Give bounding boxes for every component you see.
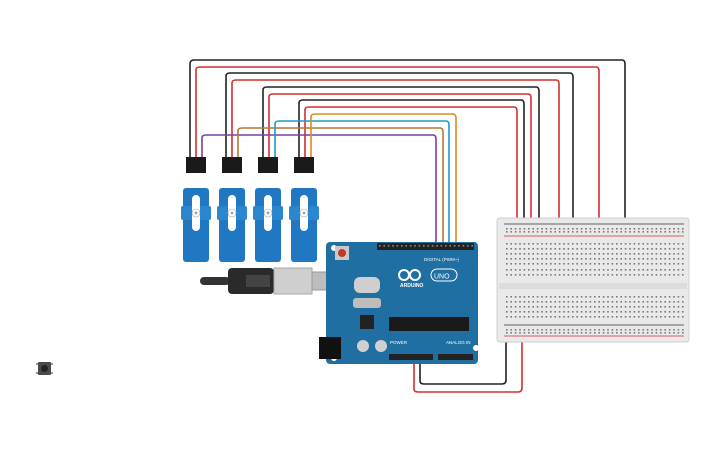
power-label: POWER xyxy=(390,340,408,345)
servo-lead xyxy=(227,173,237,189)
analog-header[interactable] xyxy=(438,354,473,360)
digital-pin[interactable] xyxy=(396,245,399,247)
servo-4[interactable] xyxy=(289,157,319,262)
wire-servo2-ground[interactable] xyxy=(225,72,574,226)
analog-label: ANALOG IN xyxy=(446,340,471,345)
servo-lead xyxy=(263,173,273,189)
digital-pin[interactable] xyxy=(409,245,412,247)
wire-arduino-5v[interactable] xyxy=(413,232,523,393)
digital-pin[interactable] xyxy=(449,245,451,247)
servo-connector[interactable] xyxy=(186,157,206,173)
wire-servo3-ground[interactable] xyxy=(262,86,540,226)
digital-pin[interactable] xyxy=(462,245,465,247)
wire-servo2-signal[interactable] xyxy=(237,127,444,244)
digital-pin[interactable] xyxy=(440,245,443,247)
oscillator xyxy=(353,298,381,308)
wire-servo1-signal[interactable] xyxy=(201,134,437,244)
usb-cable[interactable] xyxy=(200,267,341,295)
arduino-uno[interactable]: DIGITAL (PWM~) UNO ARDUINO POWER ANALOG … xyxy=(319,242,479,364)
wire-servo4-power[interactable] xyxy=(304,106,518,228)
digital-pin[interactable] xyxy=(453,245,456,247)
power-header[interactable] xyxy=(389,354,433,360)
servo-1[interactable] xyxy=(181,157,211,262)
wire-servo2-power[interactable] xyxy=(231,79,560,228)
wire-servo3-power[interactable] xyxy=(268,93,532,228)
capacitor xyxy=(357,340,369,352)
wire-servo4-signal[interactable] xyxy=(310,113,457,244)
wires-group xyxy=(189,59,626,393)
brand-label: ARDUINO xyxy=(400,283,423,289)
wire-arduino-gnd[interactable] xyxy=(419,230,507,385)
model-label: UNO xyxy=(434,274,450,281)
digital-pin[interactable] xyxy=(436,245,438,247)
digital-pin[interactable] xyxy=(418,245,421,247)
digital-pin[interactable] xyxy=(423,245,425,247)
servo-2[interactable] xyxy=(217,157,247,262)
servo-connector[interactable] xyxy=(222,157,242,173)
reset-button-cap[interactable] xyxy=(338,249,346,257)
digital-pin[interactable] xyxy=(445,245,447,247)
digital-pin[interactable] xyxy=(414,245,416,247)
wire-servo4-ground[interactable] xyxy=(298,99,525,226)
servo-3[interactable] xyxy=(253,157,283,262)
digital-pin[interactable] xyxy=(467,245,469,247)
pushbutton[interactable] xyxy=(36,362,53,375)
crystal xyxy=(354,277,380,293)
wire-servo1-power[interactable] xyxy=(195,66,600,228)
mount-hole xyxy=(473,345,479,351)
digital-pin[interactable] xyxy=(471,245,473,247)
digital-pin[interactable] xyxy=(427,245,429,247)
breadboard-holes xyxy=(506,228,684,334)
digital-label: DIGITAL (PWM~) xyxy=(424,257,459,262)
digital-pin[interactable] xyxy=(387,245,390,247)
breadboard-center-channel xyxy=(499,283,687,289)
digital-pin[interactable] xyxy=(431,245,434,247)
digital-header[interactable] xyxy=(377,243,474,250)
digital-pin[interactable] xyxy=(392,245,394,247)
voltage-regulator xyxy=(360,315,374,329)
digital-pin[interactable] xyxy=(405,245,407,247)
servo-connector[interactable] xyxy=(294,157,314,173)
atmega-chip xyxy=(389,317,469,331)
digital-pin[interactable] xyxy=(401,245,403,247)
capacitor xyxy=(375,340,387,352)
servo-lead xyxy=(191,173,201,189)
servo-screw xyxy=(230,211,234,215)
wire-servo3-signal[interactable] xyxy=(274,120,450,244)
servo-screw xyxy=(266,211,270,215)
breadboard[interactable] xyxy=(496,217,690,343)
digital-pin[interactable] xyxy=(458,245,460,247)
servos-group xyxy=(181,157,319,262)
digital-pin[interactable] xyxy=(379,245,381,247)
servo-screw xyxy=(194,211,198,215)
servo-connector[interactable] xyxy=(258,157,278,173)
servo-screw xyxy=(302,211,306,215)
arduino-logo xyxy=(398,268,458,282)
digital-pin[interactable] xyxy=(383,245,385,247)
power-jack[interactable] xyxy=(319,337,341,359)
servo-lead xyxy=(299,173,309,189)
wire-servo1-ground[interactable] xyxy=(189,59,626,226)
